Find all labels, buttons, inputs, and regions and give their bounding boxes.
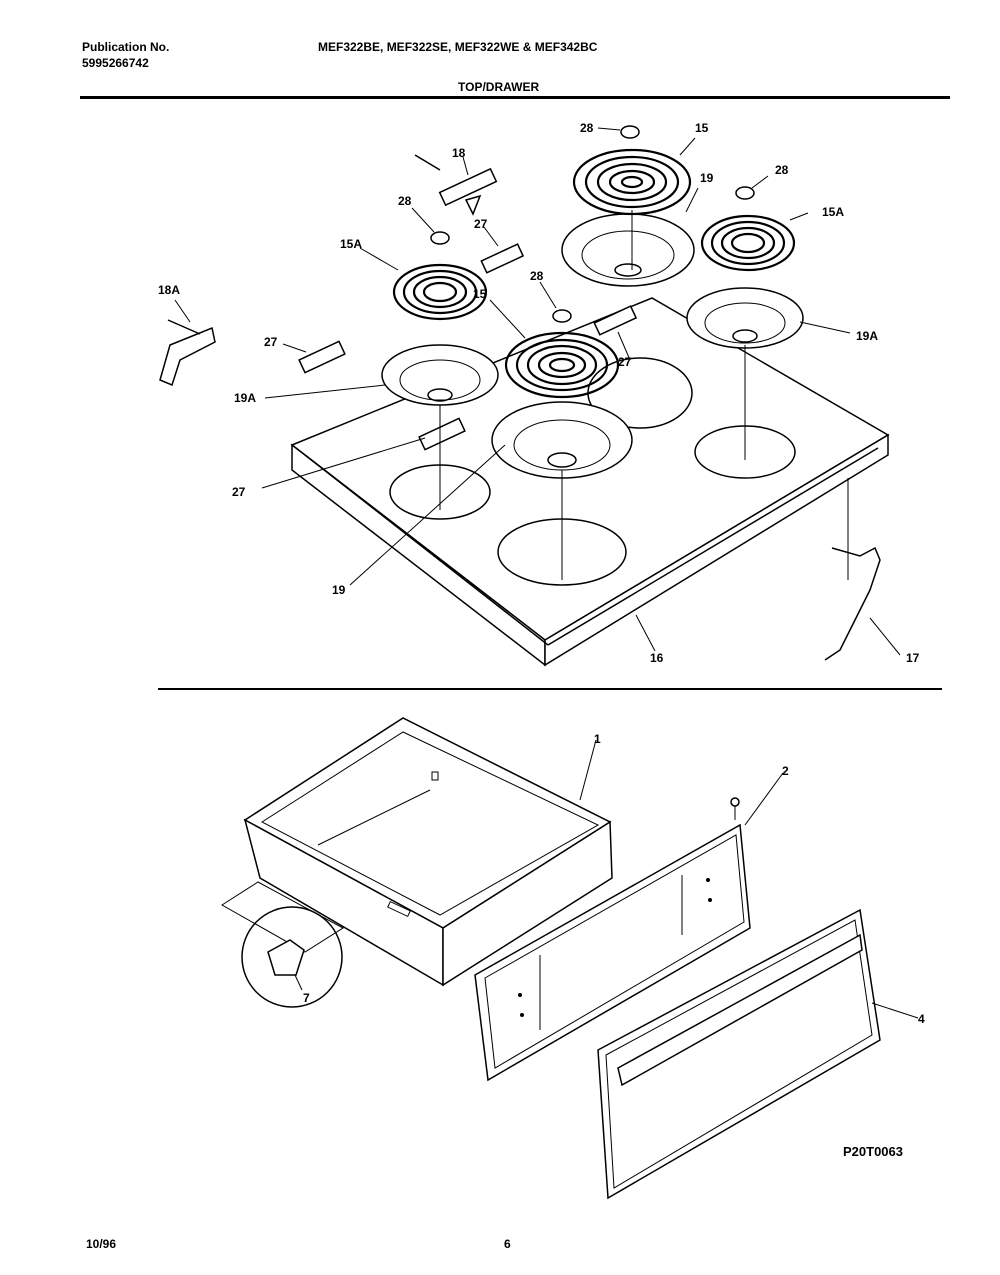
callout-2: 2 (782, 764, 789, 778)
surface-element-15-rear (572, 148, 692, 216)
model-list: MEF322BE, MEF322SE, MEF322WE & MEF342BC (318, 40, 598, 54)
callout-15: 15 (695, 121, 709, 135)
drawer-leaders (294, 739, 919, 1019)
surface-element-15-front (504, 331, 620, 399)
wire-harness-17 (824, 546, 881, 661)
drawer-side-clip-7 (221, 881, 344, 1008)
callout-18A: 18A (158, 283, 180, 297)
callout-19: 19 (332, 583, 346, 597)
drawer-handle-panel-4 (597, 908, 881, 1200)
bracket-18 (414, 154, 498, 216)
bracket-18A (159, 319, 216, 387)
surface-element-15A-right (700, 214, 796, 272)
publication-label: Publication No. (82, 40, 170, 54)
cooktop-leaders (174, 127, 901, 656)
callout-labels: 28 15 18 19 28 28 27 15A 15A 28 15 18A 2… (158, 121, 925, 1026)
callout-28: 28 (530, 269, 544, 283)
diagram-code: P20T0063 (843, 1144, 903, 1159)
drip-bowl-19-rear (561, 213, 695, 287)
callout-27: 27 (474, 217, 488, 231)
callout-27: 27 (232, 485, 246, 499)
callout-15A: 15A (822, 205, 844, 219)
drip-bowl-19A-right (686, 287, 804, 349)
callout-16: 16 (650, 651, 664, 665)
callout-19A: 19A (234, 391, 256, 405)
callout-15A: 15A (340, 237, 362, 251)
trim-ring-28-left (430, 231, 450, 245)
revision-date: 10/96 (86, 1237, 117, 1251)
drip-bowl-19-front (491, 401, 633, 479)
receptacle-27 (298, 243, 638, 451)
callout-4: 4 (918, 1012, 925, 1026)
callout-28: 28 (775, 163, 789, 177)
page-number: 6 (504, 1237, 511, 1251)
trim-ring-28-right (735, 186, 755, 200)
callout-27: 27 (618, 355, 632, 369)
callout-19: 19 (700, 171, 714, 185)
section-title: TOP/DRAWER (458, 80, 540, 94)
callout-7: 7 (303, 991, 310, 1005)
callout-18: 18 (452, 146, 466, 160)
surface-element-15A-left (392, 263, 488, 321)
header-rule (80, 96, 950, 99)
callout-27: 27 (264, 335, 278, 349)
trim-ring-28-rear (620, 125, 640, 139)
callout-19A: 19A (856, 329, 878, 343)
drawer-front-panel-2 (474, 797, 751, 1082)
callout-28: 28 (398, 194, 412, 208)
callout-1: 1 (594, 732, 601, 746)
drip-bowl-19A-left (381, 344, 499, 406)
drawer-body-1 (243, 717, 613, 987)
publication-number: 5995266742 (82, 56, 149, 70)
callout-28: 28 (580, 121, 594, 135)
callout-15: 15 (473, 287, 487, 301)
trim-ring-28-front (552, 309, 572, 323)
callout-17: 17 (906, 651, 920, 665)
burner-openings (389, 357, 796, 586)
